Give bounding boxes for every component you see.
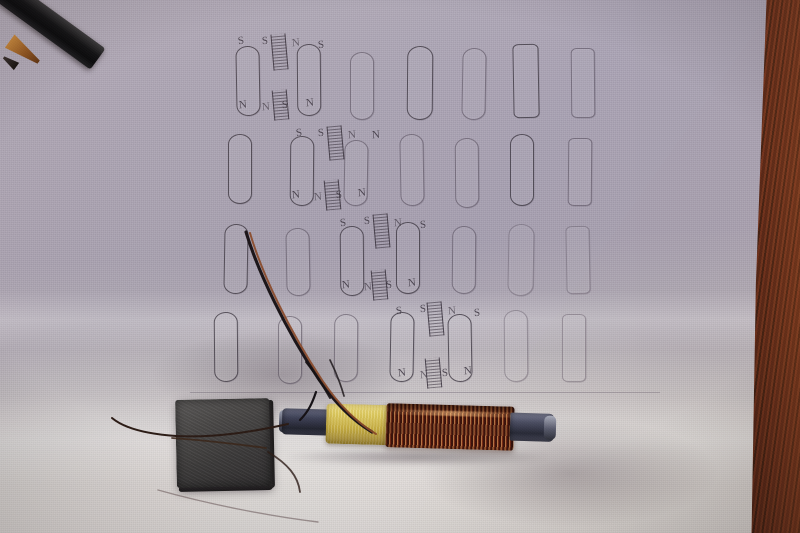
magnet-top-face <box>175 398 271 488</box>
core-right-tip <box>543 415 557 440</box>
pencil <box>0 0 126 88</box>
yellow-insulating-tape <box>325 403 391 446</box>
ruled-fold-line <box>190 392 660 393</box>
pencil-graphite-tip <box>0 52 20 71</box>
solenoid-coil <box>278 394 557 457</box>
ferrite-block-magnet <box>175 398 275 492</box>
pencil-barrel <box>0 0 106 70</box>
